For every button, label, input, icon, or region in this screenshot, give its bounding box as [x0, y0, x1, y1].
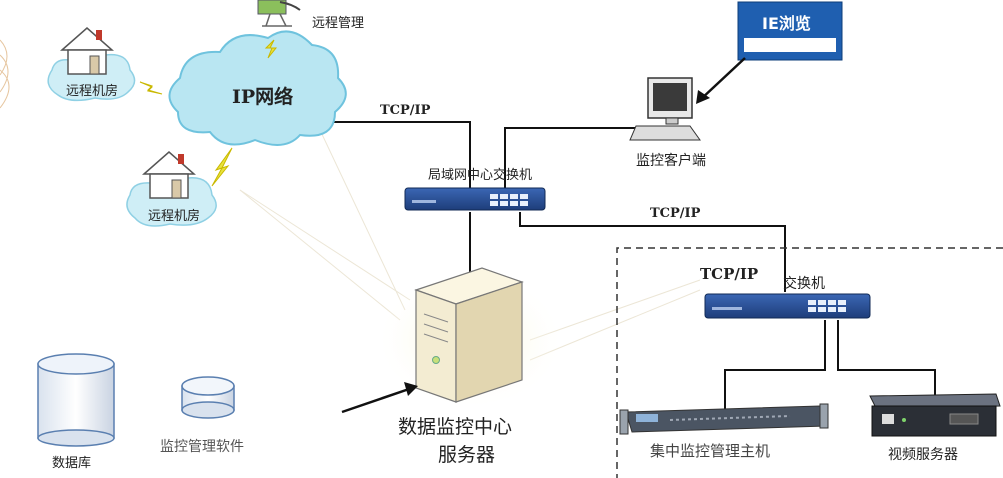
lightning-icon: [139, 81, 163, 95]
data-center-server: [375, 267, 565, 410]
management-software-icon: [181, 376, 235, 419]
central-host-rack: [619, 403, 829, 435]
video-server-label: 视频服务器: [888, 447, 958, 463]
remote-admin-person-icon: [257, 0, 301, 27]
house-icon: [142, 151, 196, 199]
tcp-ip-label: TCP/IP: [650, 206, 701, 221]
lightning-icon: [211, 147, 233, 187]
ie-browse-label: IE浏览: [762, 14, 811, 33]
client-computer-icon: [629, 77, 701, 141]
remote-room-label: 远程机房: [148, 209, 201, 224]
ip-network-cloud: [168, 30, 347, 146]
tcp-ip-label: TCP/IP: [700, 265, 759, 283]
monitor-client-label: 监控客户端: [636, 153, 706, 169]
database-icon: [37, 353, 115, 447]
sub-switch: [704, 293, 871, 319]
server-pointer-arrow: [341, 386, 413, 414]
server-label-line1: 数据监控中心: [398, 416, 513, 438]
arrow-head-icon: [404, 382, 418, 396]
remote-management-label: 远程管理: [312, 16, 365, 31]
subnet-dashed-box: [616, 247, 1003, 478]
tcp-ip-label: TCP/IP: [380, 103, 431, 118]
database-label: 数据库: [52, 456, 92, 471]
server-label-line2: 服务器: [438, 444, 496, 466]
switch-label: 交换机: [783, 276, 825, 292]
ie-browse-box: [737, 1, 843, 61]
remote-room-label: 远程机房: [66, 84, 119, 99]
ie-arrow: [699, 57, 746, 101]
central-host-label: 集中监控管理主机: [650, 442, 771, 460]
network-links: [325, 121, 936, 410]
lan-center-switch: [404, 187, 546, 211]
light-rays: [239, 129, 701, 361]
video-server-box: [869, 393, 1001, 437]
ip-network-label: IP网络: [232, 86, 294, 108]
lightning-icon: [264, 39, 278, 59]
left-edge-decoration: [0, 39, 10, 109]
lan-switch-label: 局域网中心交换机: [428, 168, 533, 183]
house-icon: [60, 27, 114, 75]
mgmt-software-label: 监控管理软件: [160, 439, 244, 455]
arrow-head-icon: [696, 90, 710, 104]
